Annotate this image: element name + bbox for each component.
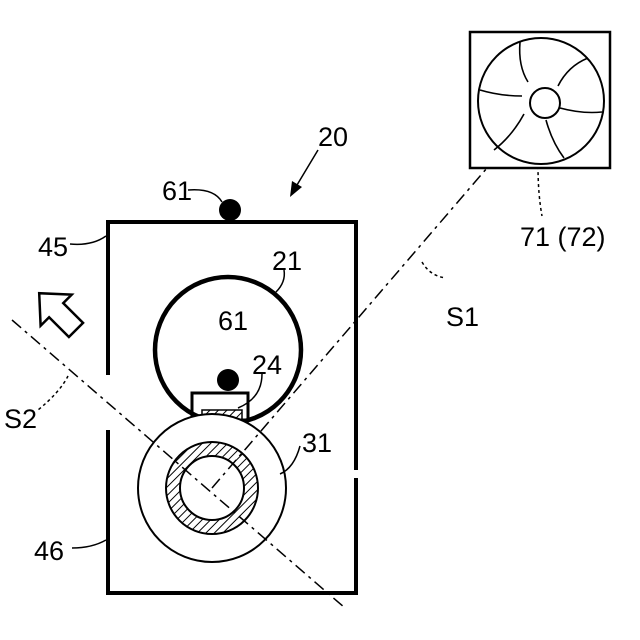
- leader-20-arrowhead: [290, 181, 302, 197]
- label-lower-wall: 46: [34, 536, 64, 566]
- label-upper-roller: 21: [272, 246, 302, 276]
- leader-s2: [38, 376, 68, 410]
- label-line-s2: S2: [4, 404, 37, 434]
- leader-45: [70, 236, 106, 244]
- sensor-top-dot: [219, 199, 241, 221]
- label-upper-wall: 45: [38, 232, 68, 262]
- leader-lines: [38, 150, 542, 548]
- label-sensor-inner: 61: [218, 306, 248, 336]
- leader-20: [294, 150, 318, 190]
- sensor-inner-dot: [217, 369, 239, 391]
- fan-icon: [470, 32, 610, 168]
- leader-fan: [538, 166, 542, 216]
- label-sensor-top: 61: [162, 176, 192, 206]
- label-fan: 71 (72): [520, 222, 606, 252]
- leader-s1: [422, 262, 446, 278]
- leader-61-top: [188, 190, 222, 202]
- label-line-s1: S1: [446, 302, 479, 332]
- label-heater: 24: [252, 350, 282, 380]
- airflow-arrow-icon: [24, 278, 92, 346]
- label-assembly: 20: [318, 122, 348, 152]
- label-lower-roller: 31: [302, 428, 332, 458]
- leader-46: [72, 540, 106, 548]
